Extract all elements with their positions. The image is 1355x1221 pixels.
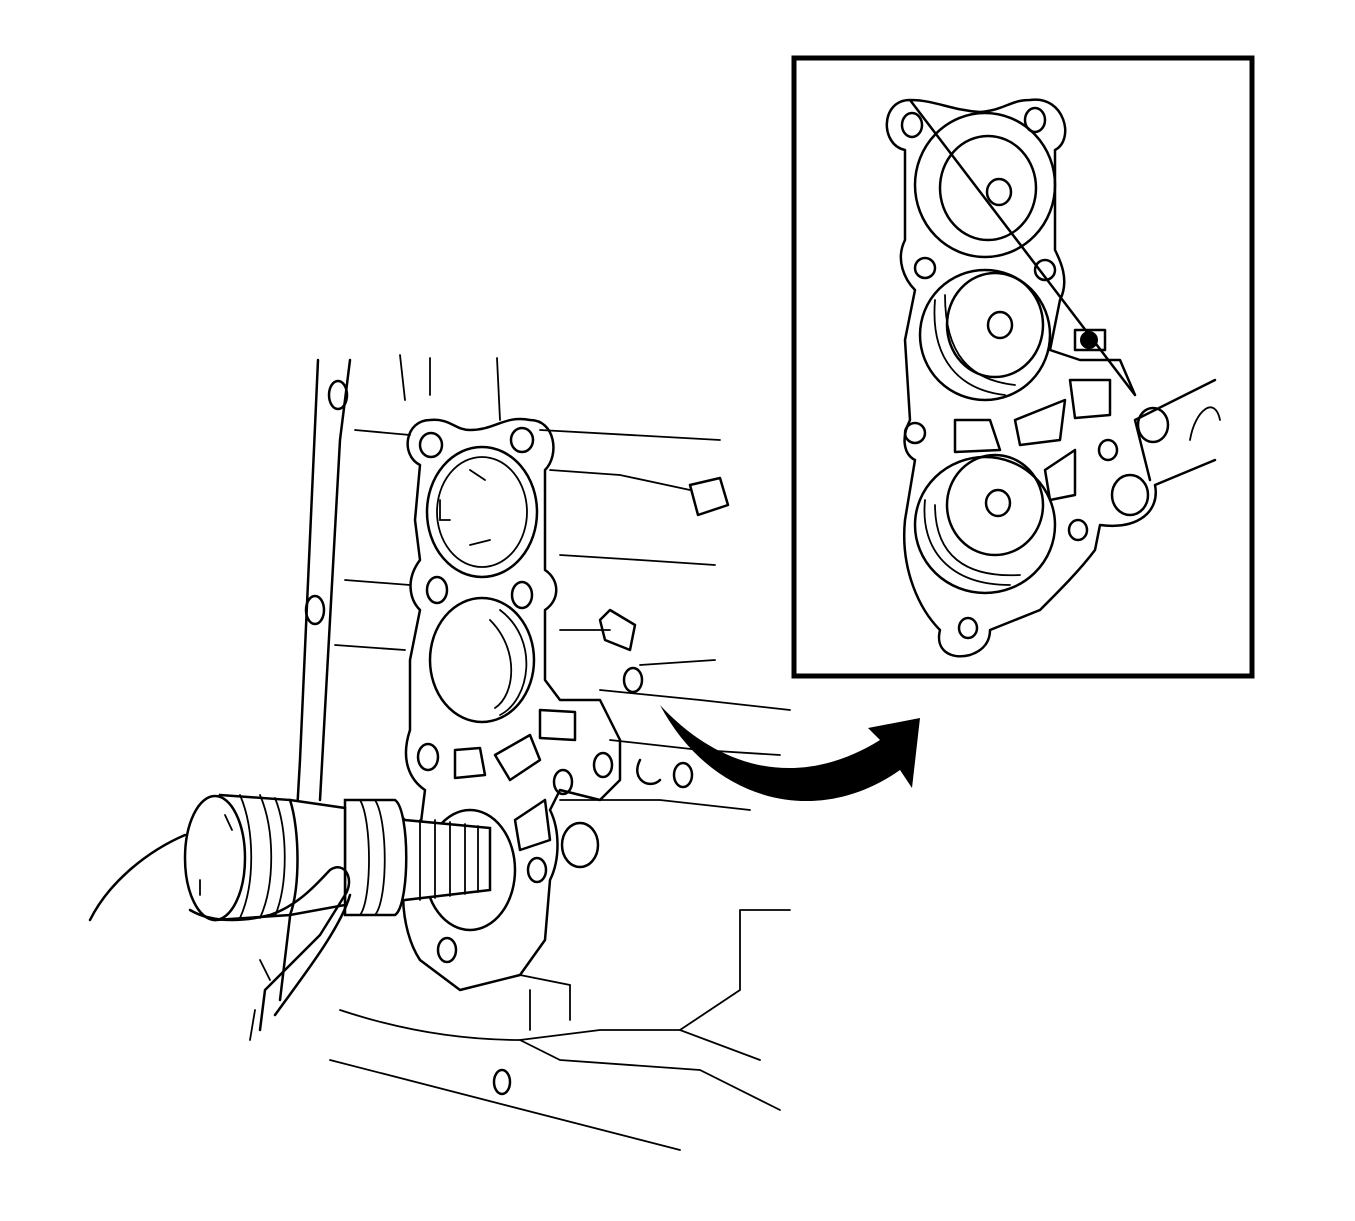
hand (88, 833, 352, 1041)
removal-tool (183, 793, 492, 922)
inset-detail (791, 55, 1255, 679)
valve-body-gasket (401, 417, 694, 992)
transmission-case (278, 354, 791, 1002)
lower-case (329, 909, 791, 1151)
arrow (660, 705, 920, 801)
